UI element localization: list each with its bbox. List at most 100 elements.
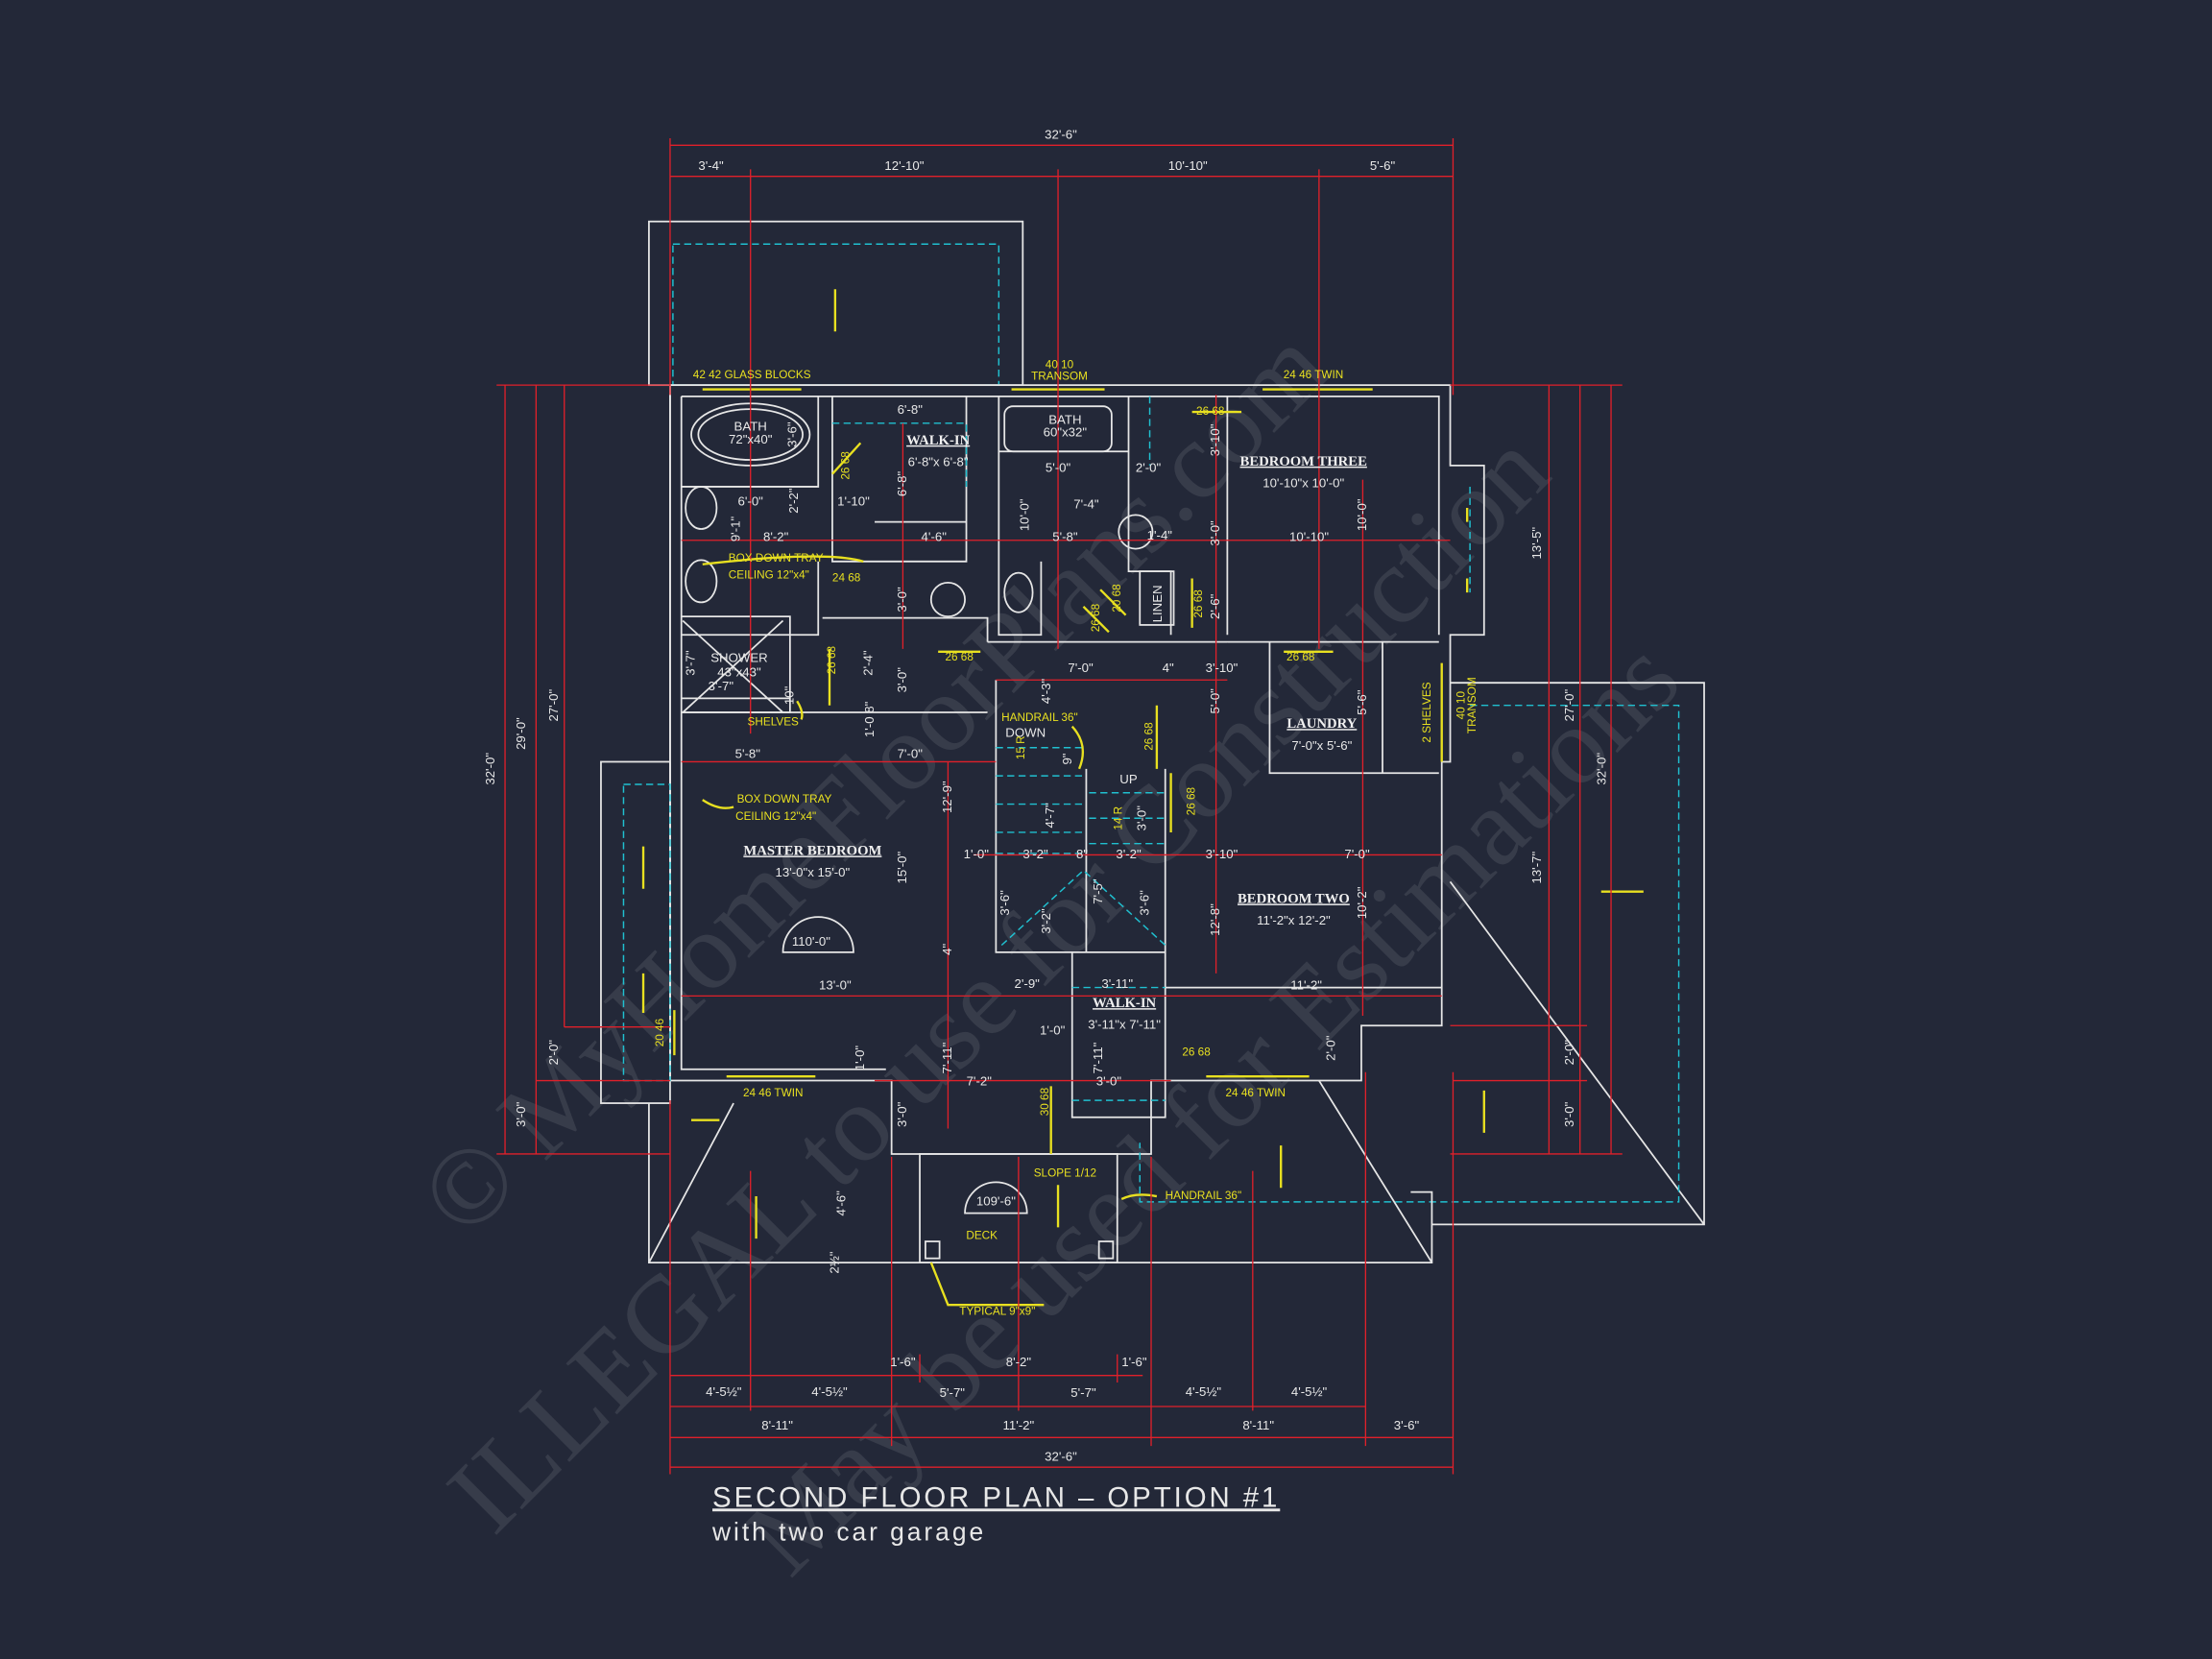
dimension-text: 10'-10" <box>1289 529 1329 543</box>
opening-label: TRANSOM <box>1031 370 1088 382</box>
dimension-text: 8'-11" <box>761 1418 793 1432</box>
opening-label: TRANSOM <box>1466 677 1479 733</box>
dimension-text: 2'-9" <box>1015 976 1041 991</box>
dimension-text: 10'-2" <box>1355 886 1369 919</box>
dimension-text: 1'-10" <box>837 494 870 509</box>
opening-label: 24 46 TWIN <box>1226 1087 1286 1099</box>
opening-label: 26 68 <box>1182 1046 1211 1058</box>
opening-label: 26 68 <box>1186 786 1198 815</box>
dimension-text: 3'-0" <box>1096 1074 1122 1089</box>
dimension-text: 5'-7" <box>940 1385 966 1400</box>
dimension-text: 4'-7" <box>1043 803 1057 829</box>
dimension-text: 5'-7" <box>1070 1385 1096 1400</box>
dimension-text: 9" <box>1060 753 1074 764</box>
room-name: BEDROOM TWO <box>1238 891 1350 906</box>
room-size: 6'-8"x 6'-8" <box>908 454 969 469</box>
dimension-text: 3'-6" <box>998 890 1012 916</box>
fixture-label: SHOWER <box>710 651 767 665</box>
dimension-text: 11'-2" <box>1003 1418 1035 1432</box>
dimension-text: 13'-5" <box>1529 527 1544 560</box>
dimension-text: 3'-0" <box>895 587 909 613</box>
opening-label: 26 68 <box>945 651 974 663</box>
opening-label: 26 68 <box>1143 722 1156 751</box>
dimension-text: 2½" <box>827 1251 841 1273</box>
dimension-text: 4" <box>940 944 954 955</box>
dimension-text: 1'-0" <box>964 847 990 861</box>
fixture-label: DOWN <box>1005 726 1046 740</box>
dimension-text: 4'-3" <box>1039 679 1053 705</box>
dimension-text: 29'-0" <box>514 717 528 750</box>
opening-label: 40 10 <box>1455 691 1467 720</box>
dimension-text: 6'-8" <box>898 402 924 417</box>
dimension-text: 32'-0" <box>1595 753 1609 785</box>
opening-label: 26 68 <box>840 451 853 480</box>
dimension-text: 7'-0" <box>1344 847 1370 861</box>
opening-label: 24 68 <box>832 572 861 585</box>
opening-label: 26 68 <box>1090 603 1102 632</box>
opening-label: 26 68 <box>826 646 838 675</box>
annotation-note: DECK <box>966 1229 998 1241</box>
dimension-text: 3'-0" <box>1208 520 1222 546</box>
dimension-text: 2'-0" <box>1136 460 1162 474</box>
dimension-text: 10'-0" <box>1355 498 1369 531</box>
dimension-text: 7'-2" <box>967 1074 993 1089</box>
dimension-text: 3'-0" <box>514 1101 528 1127</box>
dimension-text: 8" <box>1076 847 1088 861</box>
dimension-text: 8'-2" <box>763 529 789 543</box>
annotation-note: BOX DOWN TRAY <box>737 793 832 805</box>
room-name: WALK-IN <box>1093 996 1156 1011</box>
annotation-note: CEILING 12"x4" <box>735 810 816 823</box>
dimension-text: 9'-1" <box>729 517 743 542</box>
annotation-note: HANDRAIL 36" <box>1166 1190 1242 1202</box>
dimension-text: 4" <box>1163 661 1174 675</box>
dimension-text: 2'-0" <box>546 1040 561 1066</box>
annotation-note: CEILING 12"x4" <box>729 569 809 582</box>
dimension-text: 5'-6" <box>1370 158 1396 173</box>
drawing-subtitle: with two car garage <box>711 1518 986 1547</box>
opening-label: 15 R <box>1015 735 1027 759</box>
opening-label: 20 46 <box>654 1018 666 1046</box>
room-size: 13'-0"x 15'-0" <box>776 865 851 879</box>
annotation-note: BOX DOWN TRAY <box>729 552 824 565</box>
room-size: 10'-10"x 10'-0" <box>1262 476 1344 491</box>
dimension-text: 1'-0 8" <box>862 701 877 737</box>
dimension-text: 8'-11" <box>1242 1418 1274 1432</box>
dimension-text: 7'-0" <box>898 747 924 761</box>
dimension-text: 7'-5" <box>1091 878 1105 904</box>
dimension-text: 10'-0" <box>1018 498 1032 531</box>
room-name: LAUNDRY <box>1286 716 1357 732</box>
dimension-text: 5'-8" <box>735 747 761 761</box>
dimension-text: 7'-11" <box>940 1042 954 1073</box>
dimension-text: 12'-8" <box>1208 903 1222 936</box>
annotation-note: TYPICAL 9"x9" <box>959 1306 1035 1318</box>
dimension-text: 3'-10" <box>1206 847 1238 861</box>
dimension-text: 2'-6" <box>1208 593 1222 619</box>
dimension-text: 13'-7" <box>1529 852 1544 884</box>
opening-label: 26 68 <box>1192 589 1205 618</box>
dimension-text: 4'-5½" <box>1291 1384 1328 1399</box>
room-name: WALK-IN <box>906 433 970 448</box>
dimension-text: 3'-4" <box>698 158 724 173</box>
dimension-text: 1'-4" <box>1147 528 1173 542</box>
dimension-text: 1'-0" <box>853 1046 867 1071</box>
opening-label: 14 R <box>1112 806 1124 830</box>
room-name: MASTER BEDROOM <box>743 843 881 858</box>
dimension-text: 3'-2" <box>1022 847 1048 861</box>
fixture-label: 43"x43" <box>717 664 761 679</box>
dimension-text: 2'-0" <box>1324 1035 1338 1061</box>
fixture-label: LINEN <box>1150 585 1165 622</box>
dimension-text: 32'-6" <box>1045 1449 1077 1463</box>
dimension-text: 8'-2" <box>1006 1355 1032 1369</box>
dimension-text: 5'-6" <box>1355 689 1369 715</box>
dimension-text: 4'-6" <box>834 1190 849 1216</box>
dimension-text: 3'-11" <box>1101 976 1133 991</box>
dimension-text: 3'-6" <box>1394 1418 1420 1432</box>
dimension-text: 4'-5½" <box>706 1384 742 1399</box>
dimension-text: 3'-0" <box>1562 1101 1576 1127</box>
opening-label: 26 68 <box>1196 405 1225 418</box>
dimension-text: 1'-0" <box>1040 1023 1066 1038</box>
room-size: 3'-11"x 7'-11" <box>1088 1018 1161 1032</box>
dimension-text: 10" <box>781 685 796 705</box>
room-size: 11'-2"x 12'-2" <box>1257 913 1331 927</box>
